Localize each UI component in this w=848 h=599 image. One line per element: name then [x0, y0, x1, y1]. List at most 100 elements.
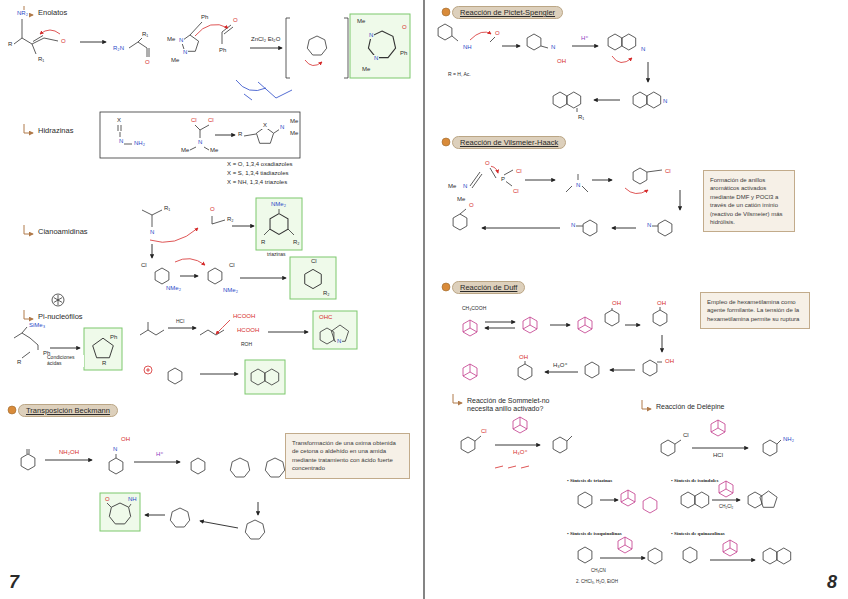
chem-label: SiMe₃ [28, 322, 46, 329]
electron-arrow [305, 60, 322, 66]
chem-label: N [373, 55, 379, 62]
chem-label: Cl [480, 428, 488, 435]
heading-arrow [24, 310, 33, 319]
chem-label: CH₃CN [590, 568, 607, 573]
chem-label: N [279, 124, 285, 131]
structure-bonds [553, 437, 567, 453]
band-title: Transposición Beckmann [26, 406, 110, 415]
scheme-frame [100, 112, 300, 158]
chem-label: Me [361, 66, 371, 73]
chem-label: O [484, 160, 491, 167]
chem-label: Cl [140, 262, 148, 269]
chem-label: N [149, 229, 155, 236]
reaction-arrow [50, 348, 80, 349]
chem-label: R [260, 239, 266, 246]
structure-bonds [230, 458, 249, 477]
section-heading: Pi-nucleófilos [37, 313, 84, 322]
chem-label: X = NH, 1,3,4 triazoles [226, 179, 288, 186]
structure-bonds [170, 508, 189, 527]
structure-bonds [633, 168, 647, 184]
structure-bonds [286, 18, 348, 78]
asterisk-icon [52, 294, 64, 306]
hexamine-cage [719, 481, 733, 497]
chem-label: Ph [109, 334, 118, 341]
structure-bonds [760, 491, 777, 507]
chem-label: HCOOH [236, 327, 260, 334]
electron-arrow [40, 24, 648, 334]
reaction-arrow [80, 42, 106, 43]
structure-bonds [191, 458, 205, 474]
chem-label: O [468, 202, 475, 209]
structure-bonds [647, 92, 661, 108]
chem-label: Cl [310, 258, 318, 265]
electron-arrow [625, 188, 648, 194]
reaction-arrow [502, 46, 520, 47]
structure-bonds [763, 548, 777, 564]
reaction-arrow [594, 100, 620, 101]
reaction-arrow [600, 500, 618, 501]
chem-label: NR₂ [16, 10, 29, 17]
product-box [350, 14, 410, 78]
chem-label: Me [209, 147, 219, 154]
reaction-arrow [45, 460, 92, 461]
hexamine-cage [711, 420, 725, 436]
electron-arrow [150, 228, 198, 242]
structure-bonds [683, 547, 697, 563]
chem-label: NH₂OH [58, 449, 80, 456]
structure-bonds [190, 22, 233, 44]
chem-label: Me [356, 18, 366, 25]
transition-sketch [236, 80, 292, 100]
electron-arrow [612, 56, 632, 63]
reaction-arrow [258, 502, 259, 515]
chem-label: NH [462, 44, 473, 51]
reaction-arrow [710, 560, 755, 561]
structure-bonds [109, 458, 123, 474]
structure-bonds [208, 268, 222, 284]
reaction-arrow [612, 228, 636, 229]
hexamine-cage [618, 537, 632, 553]
chem-label: O [401, 24, 408, 31]
structure-bonds [461, 437, 475, 453]
chem-label: N [112, 446, 118, 453]
section-heading: Cianoamidinas [37, 228, 89, 237]
chem-label: NH₂ [782, 436, 795, 443]
strike-marks [146, 368, 150, 372]
chem-label: Condiciones ácidas [46, 355, 84, 367]
strike-marks [144, 366, 152, 374]
chem-label: Me [456, 196, 466, 203]
chem-label: NMe₂ [270, 201, 287, 208]
note-box: Transformación de una oxima obtenida de … [285, 433, 410, 479]
chem-label: 2. CHCl₃, H₂O, EtOH [575, 579, 619, 584]
section-heading: Reacción de Delépine [655, 403, 726, 411]
chem-label: O [144, 59, 151, 66]
product-box [100, 493, 140, 531]
section-band: Transposición Beckmann [18, 404, 118, 417]
transition-sketch [236, 80, 292, 100]
chem-label: OH [518, 354, 529, 361]
structure-bonds [118, 125, 280, 150]
band-title: Reacción de Pictet-Spengler [460, 8, 555, 17]
structure-bonds [653, 310, 667, 326]
asterisk-icon [52, 294, 64, 306]
reaction-arrow [45, 42, 755, 560]
reaction-arrow [572, 46, 598, 47]
chem-label: R [7, 41, 13, 48]
reaction-arrow [180, 276, 198, 277]
chem-label: N [662, 98, 668, 105]
chem-label: N [336, 338, 342, 345]
synthesis-item: • Síntesis de quinazolinas [670, 531, 726, 537]
band-bullet [442, 138, 450, 146]
structure-bonds [368, 31, 395, 58]
structure-bonds [567, 92, 581, 108]
reaction-arrow [485, 322, 515, 323]
hexamine-cage [513, 417, 527, 433]
reaction-arrow [545, 372, 578, 373]
reaction-arrow [485, 328, 515, 329]
structure-bonds [438, 24, 452, 40]
structure-bonds [14, 18, 791, 564]
section-band: Reacción de Pictet-Spengler [452, 6, 563, 19]
structure-bonds [270, 214, 288, 235]
chem-label: Me [289, 118, 299, 125]
structure-bonds [643, 360, 657, 376]
reaction-arrow [610, 370, 635, 371]
